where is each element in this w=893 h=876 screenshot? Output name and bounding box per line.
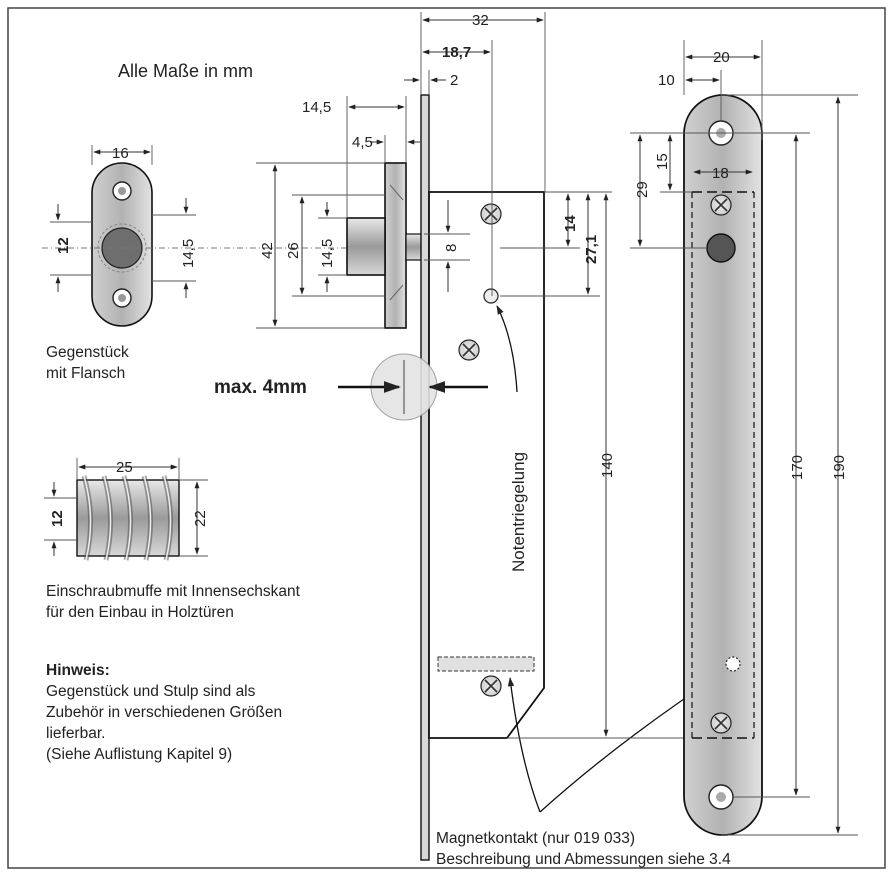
note-line-3: lieferbar. bbox=[46, 725, 105, 742]
dim-14-5-bolt: 14,5 bbox=[319, 239, 336, 268]
lock-body bbox=[428, 191, 545, 739]
front-screw-bottom bbox=[710, 712, 732, 734]
dim-8: 8 bbox=[443, 244, 460, 252]
dim-12-strike: 12 bbox=[55, 237, 72, 254]
note-title: Hinweis: bbox=[46, 662, 110, 679]
dim-15: 15 bbox=[654, 153, 671, 170]
sleeve-label-1: Einschraubmuffe mit Innensechskant bbox=[46, 583, 301, 600]
dim-20: 20 bbox=[713, 49, 730, 66]
note-line-2: Zubehör in verschiedenen Größen bbox=[46, 704, 282, 721]
screw-bottom bbox=[480, 675, 502, 697]
bolt-opening bbox=[706, 233, 736, 263]
dim-10: 10 bbox=[658, 72, 675, 89]
dim-12-sleeve: 12 bbox=[49, 510, 66, 527]
max-gap-label: max. 4mm bbox=[214, 377, 307, 398]
magnet-label-1: Magnetkontakt (nur 019 033) bbox=[436, 830, 635, 847]
magnet-label-2: Beschreibung und Abmessungen siehe 3.4 bbox=[436, 851, 731, 868]
dim-14-5-top: 14,5 bbox=[302, 99, 331, 116]
notentriegelung-label: Notentriegelung bbox=[509, 452, 528, 572]
dim-14: 14 bbox=[562, 215, 579, 232]
faceplate-side bbox=[420, 94, 430, 861]
screw-sleeve bbox=[76, 475, 180, 561]
note-line-1: Gegenstück und Stulp sind als bbox=[46, 683, 256, 700]
magnet-contact-side bbox=[437, 656, 535, 672]
dim-170: 170 bbox=[789, 455, 806, 480]
dim-18-7: 18,7 bbox=[442, 44, 471, 61]
dim-26: 26 bbox=[285, 242, 302, 259]
units-note: Alle Maße in mm bbox=[118, 61, 253, 81]
strike-label-2: mit Flansch bbox=[46, 365, 125, 382]
dim-190: 190 bbox=[831, 455, 848, 480]
dim-140: 140 bbox=[599, 453, 616, 478]
strike-plate bbox=[91, 162, 153, 327]
dim-22: 22 bbox=[192, 510, 209, 527]
dim-2: 2 bbox=[450, 72, 458, 89]
sleeve-label-2: für den Einbau in Holztüren bbox=[46, 604, 234, 621]
release-hole bbox=[483, 288, 499, 304]
dim-14-5-strike: 14,5 bbox=[180, 239, 197, 268]
dim-18: 18 bbox=[712, 165, 729, 182]
note-line-4: (Siehe Auflistung Kapitel 9) bbox=[46, 746, 232, 763]
magnet-contact-front bbox=[725, 656, 741, 672]
dim-42: 42 bbox=[259, 242, 276, 259]
front-screw-top bbox=[710, 194, 732, 216]
dim-25: 25 bbox=[116, 459, 133, 476]
outer-frame bbox=[7, 7, 886, 869]
screw-mid bbox=[458, 339, 480, 361]
dim-29: 29 bbox=[634, 181, 651, 198]
dim-32: 32 bbox=[472, 12, 489, 29]
strike-flange-side bbox=[346, 162, 425, 329]
dim-27-1: 27,1 bbox=[583, 235, 600, 264]
screw-top bbox=[480, 203, 502, 225]
strike-label-1: Gegenstück bbox=[46, 344, 129, 361]
dim-4-5: 4,5 bbox=[352, 134, 373, 151]
dim-16: 16 bbox=[112, 145, 129, 162]
